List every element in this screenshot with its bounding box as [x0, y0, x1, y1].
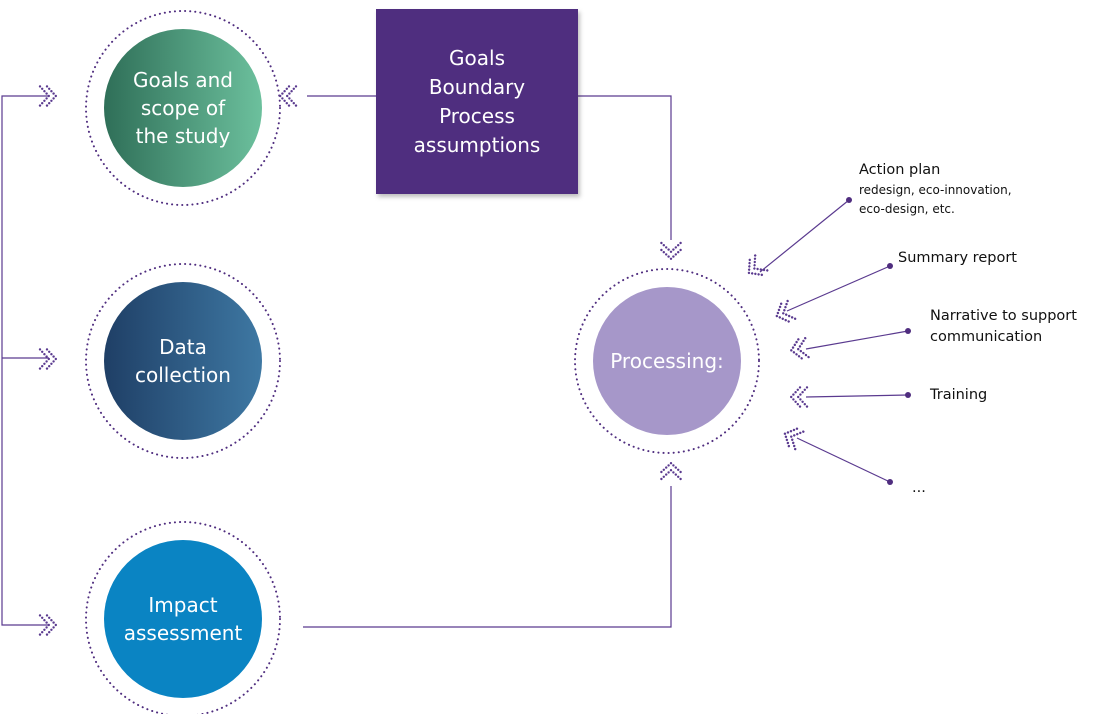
dot-action-plan	[846, 197, 852, 203]
arrow-from-ellipsis	[783, 427, 805, 451]
connector-lines	[1, 95, 909, 628]
data-collection-label: Data collection	[135, 335, 231, 387]
dot-training	[905, 392, 911, 398]
output-line-dots	[846, 197, 911, 485]
impact-assessment-circle	[104, 540, 262, 698]
dot-narrative	[905, 328, 911, 334]
output-line-ellipsis	[796, 437, 891, 483]
data-collection-ring	[85, 263, 281, 459]
dot-ellipsis	[887, 479, 893, 485]
assumptions-box	[376, 9, 578, 194]
output-action-plan-title: Action plan	[859, 162, 941, 178]
output-action-plan: Action plan redesign, eco-innovation, ec…	[859, 160, 1012, 219]
processing-circle	[593, 287, 741, 435]
output-narrative: Narrative to support communication	[930, 308, 1077, 345]
box-to-processing-line	[578, 95, 672, 240]
output-line-training	[805, 394, 909, 398]
output-ellipsis: ...	[912, 480, 926, 496]
arrow-into-processing-bottom	[660, 461, 682, 481]
assumptions-box-label: Goals Boundary Process assumptions	[413, 45, 541, 157]
output-line-summary-report	[786, 265, 891, 312]
arrow-box-to-goals	[279, 85, 298, 107]
impact-assessment-label: Impact assessment	[123, 593, 243, 645]
processing-label: Processing:	[610, 349, 724, 373]
goals-scope-circle	[104, 29, 262, 187]
output-summary-report: Summary report	[898, 250, 1017, 266]
dot-summary-report	[887, 263, 893, 269]
dotted-chevron-arrows	[38, 85, 810, 636]
arrow-from-action-plan	[747, 254, 769, 277]
goals-scope-ring	[85, 10, 281, 206]
arrow-to-goals	[38, 85, 57, 107]
dotted-rings	[85, 10, 760, 714]
arrow-from-summary-report	[775, 299, 797, 323]
data-collection-circle	[104, 282, 262, 440]
arrow-to-data	[38, 348, 57, 370]
left-bus-line	[1, 95, 49, 626]
goals-scope-label: Goals and scope of the study	[133, 68, 233, 148]
arrow-to-impact	[38, 614, 57, 636]
arrow-from-training	[790, 386, 809, 408]
output-training: Training	[930, 387, 988, 403]
output-action-plan-subtitle: redesign, eco-innovation, eco-design, et…	[859, 183, 1012, 216]
impact-assessment-ring	[85, 521, 281, 714]
output-line-narrative	[805, 330, 909, 350]
arrow-into-processing-top	[660, 241, 682, 261]
arrow-from-narrative	[790, 336, 810, 360]
output-line-action-plan	[759, 199, 850, 273]
processing-ring	[574, 268, 760, 454]
impact-to-processing-line	[303, 486, 672, 628]
